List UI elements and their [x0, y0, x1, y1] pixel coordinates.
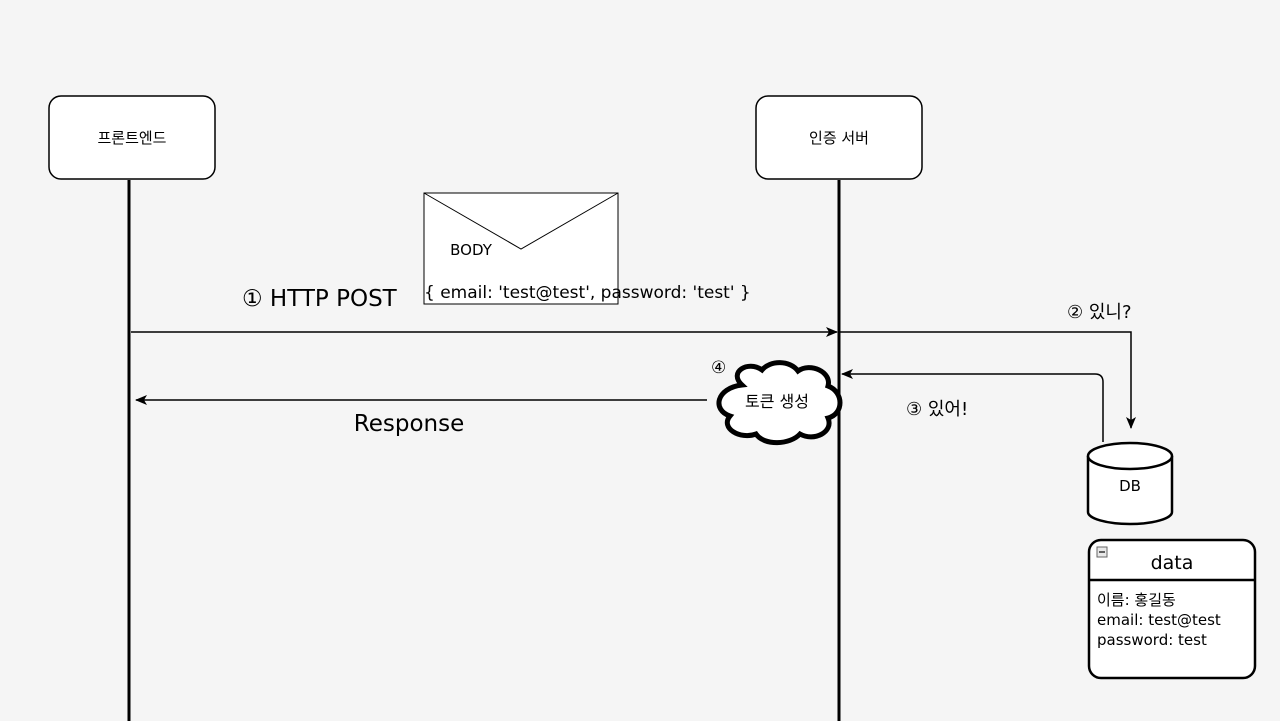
body-envelope[interactable]: BODY — [423, 192, 619, 305]
request-label: ① HTTP POST — [242, 286, 398, 312]
answer-label: ③ 있어! — [906, 399, 968, 420]
query-arrow — [839, 331, 1136, 429]
response-label: Response — [354, 411, 464, 437]
envelope-title: BODY — [450, 241, 493, 259]
collapse-icon[interactable] — [1096, 546, 1108, 558]
answer-arrow — [841, 369, 1104, 442]
data-row: 이름: 홍길동 — [1097, 591, 1176, 609]
data-table[interactable]: data 이름: 홍길동 email: test@test password: … — [1087, 538, 1257, 680]
auth-server-participant[interactable]: 인증 서버 — [755, 95, 923, 180]
frontend-participant[interactable]: 프론트엔드 — [48, 95, 216, 180]
database-label: DB — [1119, 477, 1141, 495]
auth-server-label: 인증 서버 — [809, 129, 869, 147]
token-action-label: 토큰 생성 — [745, 392, 809, 411]
data-row: password: test — [1097, 631, 1207, 649]
envelope-content: { email: 'test@test', password: 'test' } — [424, 283, 751, 303]
data-row: email: test@test — [1097, 611, 1221, 629]
database-cylinder[interactable]: DB — [1086, 441, 1174, 526]
data-table-title: data — [1151, 552, 1194, 574]
query-label: ② 있니? — [1067, 302, 1132, 323]
frontend-label: 프론트엔드 — [97, 129, 166, 147]
token-step-label: ④ — [711, 358, 726, 378]
token-generation-cloud[interactable]: 토큰 생성 — [716, 360, 843, 446]
